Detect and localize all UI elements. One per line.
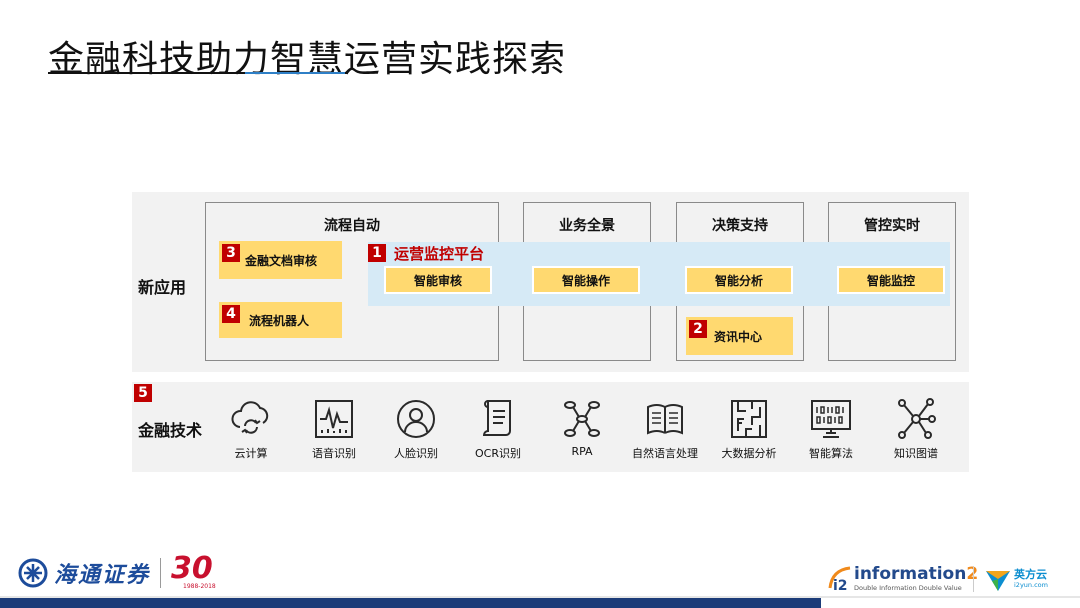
column-header: 流程自动 — [324, 218, 380, 234]
title-underline — [48, 72, 348, 74]
yifang-name: 英方云 — [1014, 568, 1047, 581]
tech-item-speech-recognition: 语音识别 — [294, 397, 374, 465]
information2-name-prefix: information — [854, 564, 967, 584]
tech-item-knowledge-graph: 知识图谱 — [876, 397, 956, 465]
haitong-emblem-icon — [18, 558, 48, 588]
tech-item-ocr: OCR识别 — [458, 397, 538, 465]
tech-label: 智能算法 — [809, 447, 853, 460]
tech-item-big-data: 大数据分析 — [709, 397, 789, 465]
network-nodes-icon — [564, 401, 600, 437]
information2-emblem-icon: i2 — [828, 566, 851, 592]
yifang-logo: 英方云 i2yun.com — [982, 564, 1062, 594]
smart-item-analysis: 智能分析 — [685, 266, 793, 294]
face-icon — [397, 400, 435, 438]
logo-divider — [973, 566, 974, 592]
information-center-label: 资讯中心 — [714, 329, 763, 344]
tech-label: 自然语言处理 — [632, 447, 698, 460]
number-badge-2: 2 — [689, 320, 707, 338]
tech-item-smart-algorithm: 智能算法 — [791, 397, 871, 465]
maze-icon — [731, 400, 767, 438]
tech-label: RPA — [571, 445, 593, 458]
tech-label: 人脸识别 — [394, 447, 438, 460]
information2-tagline: Double Information Double Value — [854, 584, 962, 592]
anniversary-years: 1988-2018 — [183, 583, 216, 590]
operations-monitoring-title: 运营监控平台 — [394, 245, 485, 263]
yifang-url: i2yun.com — [1014, 581, 1048, 589]
haitong-name: 海通证券 — [54, 562, 151, 588]
information2-logo: i2 information2 Double Information Doubl… — [826, 562, 978, 596]
column-header: 管控实时 — [864, 218, 920, 234]
binary-monitor-icon — [811, 400, 851, 438]
number-badge-4: 4 — [222, 305, 240, 323]
tech-label: 大数据分析 — [721, 447, 777, 460]
column-header: 决策支持 — [712, 218, 768, 234]
footer-divider — [0, 596, 1080, 598]
number-badge-3: 3 — [222, 244, 240, 262]
information2-name-suffix: 2 — [966, 564, 978, 584]
information2-name: information2 — [854, 564, 978, 584]
tech-item-rpa: RPA — [542, 397, 622, 465]
waveform-icon — [315, 400, 353, 438]
process-robot-label: 流程机器人 — [249, 313, 310, 328]
smart-item-monitoring: 智能监控 — [837, 266, 945, 294]
financial-technology-panel — [132, 382, 969, 472]
tech-label: 语音识别 — [312, 447, 356, 460]
financial-document-audit-label: 金融文档审核 — [245, 253, 318, 268]
knowledge-graph-icon — [898, 398, 936, 439]
logo-divider — [160, 558, 162, 588]
column-header: 业务全景 — [559, 218, 615, 234]
tech-item-face-recognition: 人脸识别 — [376, 397, 456, 465]
title-underline-accent — [245, 72, 345, 74]
number-badge-5: 5 — [134, 384, 152, 402]
tech-label: 知识图谱 — [894, 447, 938, 460]
tech-label: OCR识别 — [475, 447, 521, 460]
cloud-sync-icon — [231, 401, 269, 434]
new-applications-label: 新应用 — [138, 278, 187, 297]
financial-technology-label: 金融技术 — [138, 421, 203, 440]
open-book-icon — [647, 404, 683, 435]
anniversary-badge: 30 1988-2018 — [171, 551, 231, 591]
svg-text:i2: i2 — [833, 578, 848, 592]
tech-label: 云计算 — [234, 447, 268, 460]
number-badge-1: 1 — [368, 244, 386, 262]
scroll-document-icon — [482, 400, 511, 436]
smart-item-operation: 智能操作 — [532, 266, 640, 294]
yifang-emblem-icon — [986, 571, 1010, 591]
page-title: 金融科技助力智慧运营实践探索 — [48, 39, 567, 80]
tech-item-cloud-computing: 云计算 — [211, 397, 291, 465]
footer-bar — [0, 598, 1080, 608]
smart-item-audit: 智能审核 — [384, 266, 492, 294]
anniversary-number: 30 — [171, 551, 213, 586]
haitong-logo: 海通证券 30 1988-2018 — [18, 551, 231, 591]
tech-item-nlp: 自然语言处理 — [625, 397, 705, 465]
